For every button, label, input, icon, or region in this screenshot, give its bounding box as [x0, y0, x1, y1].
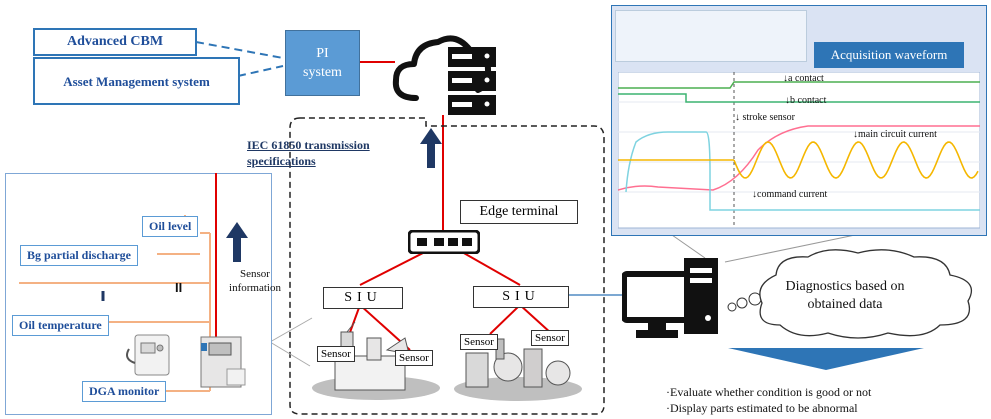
server-icon [448, 47, 496, 115]
asset-management-box: Asset Management system [33, 57, 240, 105]
sensor-label-3: Sensor [460, 334, 498, 350]
switch-hub-icon [408, 230, 480, 254]
iec-label: IEC 61850 transmission specifications [247, 138, 370, 168]
asset-management-label: Asset Management system [63, 73, 210, 89]
down-chevron-arrow-icon [728, 348, 924, 370]
edge-terminal-label: Edge terminal [460, 200, 578, 224]
command-current-label: ↓command current [752, 189, 828, 200]
ii-mark: II [175, 280, 183, 295]
sensor-information-label: Sensor information [229, 268, 281, 294]
transformer-panel-lines [19, 173, 246, 392]
siu-right: SIU [473, 286, 569, 308]
waveform-plot [618, 72, 980, 229]
b-contact-label: ↓b contact [785, 95, 827, 106]
pi-system-box: PI system [285, 30, 360, 96]
main-circuit-current-label: ↓main circuit current [853, 129, 937, 140]
diagnostics-bubble-text: Diagnostics based on obtained data [785, 279, 905, 312]
oil-level-label: Oil level [142, 216, 199, 237]
sensor-info-arrow-icon [226, 222, 248, 262]
siu-left: SIU [323, 287, 403, 309]
diagnostics-bullet-2: ·Display parts estimated to be abnormal [666, 401, 858, 415]
pi-system-label: PI system [303, 46, 342, 80]
a-contact-label: ↓a contact [783, 73, 824, 84]
sensor-label-4: Sensor [531, 330, 569, 346]
oil-temperature-label: Oil temperature [12, 315, 109, 336]
waveform-header-strip [615, 10, 807, 62]
thought-bubble-shape [727, 249, 973, 339]
dga-monitor-label: DGA monitor [82, 381, 167, 402]
sensor-label-1: Sensor [317, 346, 355, 362]
advanced-cbm-label: Advanced CBM [66, 34, 164, 49]
bg-partial-discharge-label: Bg partial discharge [20, 245, 138, 266]
waveform-title-box: Acquisition waveform [814, 42, 964, 68]
diagnostics-bullet-1: ·Evaluate whether condition is good or n… [666, 385, 872, 399]
gis-equipment-illustration [454, 338, 582, 401]
advanced-cbm-box: Advanced CBM [33, 28, 197, 56]
stroke-sensor-label: ↓ stroke sensor [735, 112, 795, 123]
sensor-label-2: Sensor [395, 350, 433, 366]
upload-arrow-icon [420, 128, 442, 168]
computer-icon [622, 258, 718, 338]
